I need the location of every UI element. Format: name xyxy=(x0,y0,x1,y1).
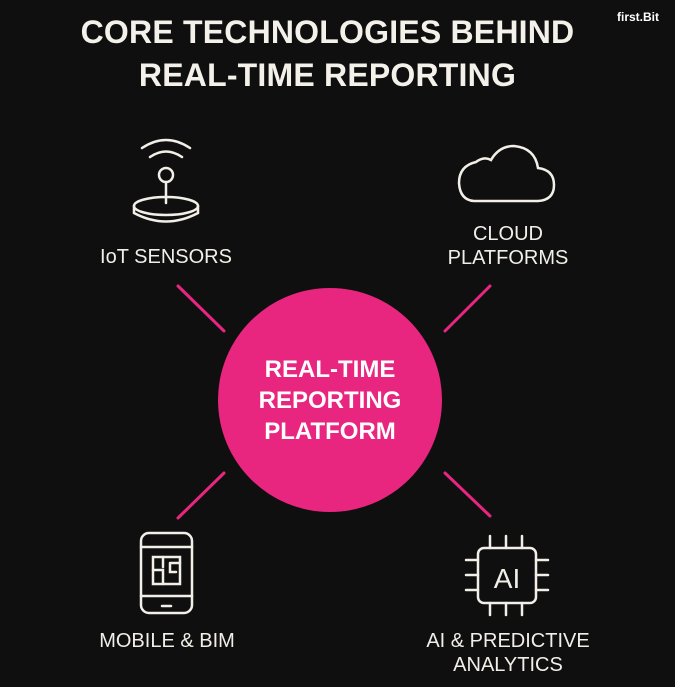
node-label-line: AI & PREDICTIVE xyxy=(426,630,590,652)
node-label-line: IoT SENSORS xyxy=(100,246,232,268)
connector-top-right xyxy=(443,284,492,333)
mobile-bim-icon xyxy=(139,531,194,615)
svg-text:AI: AI xyxy=(494,563,520,594)
hub-label: REAL-TIME REPORTING PLATFORM xyxy=(259,354,402,447)
iot-sensor-icon xyxy=(132,138,200,223)
central-hub-circle: REAL-TIME REPORTING PLATFORM xyxy=(218,288,442,512)
connector-lines xyxy=(176,284,492,520)
connector-bottom-left xyxy=(176,471,226,520)
node-label-cloud: CLOUD PLATFORMS xyxy=(408,222,608,270)
node-label-line: CLOUD xyxy=(472,223,543,245)
hub-label-line: REPORTING xyxy=(258,386,402,414)
brand-logo: first.Bit xyxy=(617,10,659,24)
page-title-line-1: CORE TECHNOLOGIES BEHIND xyxy=(80,14,575,50)
connector-top-left xyxy=(176,284,226,333)
node-label-line: MOBILE & BIM xyxy=(99,630,235,652)
hub-label-line: REAL-TIME xyxy=(264,355,396,383)
hub-label-line: PLATFORM xyxy=(264,417,396,445)
node-label-ai: AI & PREDICTIVE ANALYTICS xyxy=(393,629,623,677)
node-label-line: ANALYTICS xyxy=(453,654,563,676)
page-title-line-2: REAL-TIME REPORTING xyxy=(138,57,517,93)
node-label-iot: IoT SENSORS xyxy=(66,245,266,269)
ai-chip-icon: AI xyxy=(464,534,550,617)
node-label-mobile-bim: MOBILE & BIM xyxy=(67,629,267,653)
connector-bottom-right xyxy=(443,471,492,518)
node-label-line: PLATFORMS xyxy=(447,247,569,269)
cloud-icon xyxy=(457,144,556,203)
